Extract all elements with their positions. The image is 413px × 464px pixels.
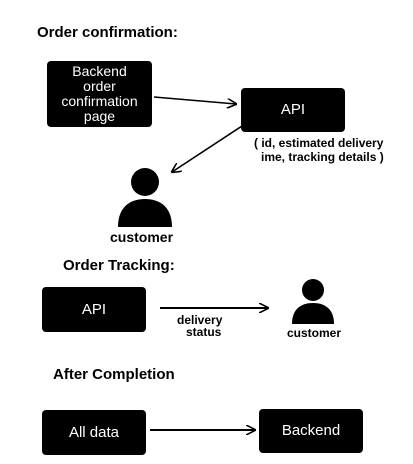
person-icon (292, 279, 334, 324)
arrow-api-to-customer (172, 125, 243, 172)
customer-label-tracking: customer (287, 326, 342, 340)
api-response-note-line1: ( id, estimated delivery (254, 136, 384, 150)
api-box-tracking-label: API (81, 300, 107, 318)
edge-label-status: status (186, 325, 222, 339)
backend-label: Backend (281, 422, 341, 439)
customer-label-confirmation: customer (110, 229, 174, 245)
person-icon (118, 168, 172, 227)
api-box-confirmation: API (241, 88, 345, 132)
all-data-label: All data (68, 423, 120, 441)
api-response-note-line2: ime, tracking details ) (261, 150, 384, 164)
api-box-tracking: API (42, 287, 146, 332)
heading-order-tracking: Order Tracking: (63, 257, 175, 274)
heading-order-confirmation: Order confirmation: (37, 24, 178, 41)
backend-order-confirmation-label: Backend order confirmation page (61, 63, 138, 124)
arrow-backend-to-api (153, 96, 236, 104)
api-box-confirmation-label: API (280, 101, 306, 118)
heading-after-completion: After Completion (53, 366, 175, 383)
backend-order-confirmation-box: Backend order confirmation page (47, 61, 152, 127)
backend-box: Backend (259, 409, 363, 453)
all-data-box: All data (42, 410, 146, 455)
edge-label-delivery: delivery (177, 313, 223, 327)
